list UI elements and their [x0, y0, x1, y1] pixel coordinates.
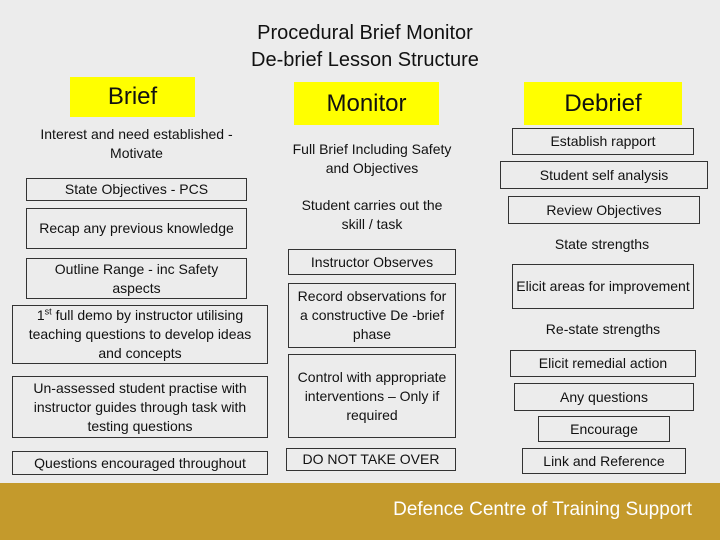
page-title: Procedural Brief Monitor De-brief Lesson…	[200, 20, 530, 74]
footer-bar: Defence Centre of Training Support	[0, 483, 720, 540]
brief-item-practise-text: Un-assessed student practise with instru…	[33, 379, 247, 434]
brief-heading: Brief	[70, 77, 195, 117]
debrief-item-self-analysis-text: Student self analysis	[539, 166, 669, 183]
monitor-item-full-brief-text: Full Brief Including Safety and Objectiv…	[292, 141, 452, 176]
debrief-item-restate: Re-state strengths	[512, 316, 694, 343]
debrief-item-strengths: State strengths	[512, 231, 692, 257]
debrief-item-review: Review Objectives	[508, 196, 700, 224]
monitor-item-record: Record observations for a constructive D…	[288, 283, 456, 348]
debrief-item-remedial: Elicit remedial action	[510, 350, 696, 377]
monitor-item-do-not-take-over-text: DO NOT TAKE OVER	[302, 451, 440, 467]
monitor-item-carries-out: Student carries out the skill / task	[288, 190, 456, 240]
debrief-item-rapport: Establish rapport	[512, 128, 694, 155]
brief-item-demo-text: 1st full demo by instructor utilising te…	[16, 306, 264, 363]
monitor-item-observes: Instructor Observes	[288, 249, 456, 275]
debrief-item-encourage: Encourage	[538, 416, 670, 442]
brief-item-practise: Un-assessed student practise with instru…	[12, 376, 268, 438]
monitor-heading: Monitor	[294, 82, 439, 125]
monitor-item-control: Control with appropriate interventions –…	[288, 354, 456, 438]
monitor-item-record-text: Record observations for a constructive D…	[297, 288, 447, 342]
monitor-item-observes-text: Instructor Observes	[310, 253, 434, 270]
brief-item-range: Outline Range - inc Safety aspects	[26, 258, 247, 299]
debrief-item-self-analysis: Student self analysis	[500, 161, 708, 189]
debrief-item-link: Link and Reference	[522, 448, 686, 474]
brief-item-objectives-text: State Objectives - PCS	[64, 181, 209, 197]
demo-ordinal-suffix: st	[44, 306, 52, 317]
brief-item-questions: Questions encouraged throughout	[12, 451, 268, 475]
debrief-item-link-text: Link and Reference	[543, 452, 665, 469]
brief-item-recap-text: Recap any previous knowledge	[39, 220, 234, 236]
debrief-item-rapport-text: Establish rapport	[550, 133, 656, 149]
monitor-item-do-not-take-over: DO NOT TAKE OVER	[286, 448, 456, 471]
title-line-2: De-brief Lesson Structure	[251, 49, 479, 71]
debrief-item-improvement: Elicit areas for improvement	[512, 264, 694, 309]
monitor-item-carries-out-text: Student carries out the skill / task	[301, 197, 443, 232]
brief-item-objectives: State Objectives - PCS	[26, 178, 247, 201]
brief-item-questions-text: Questions encouraged throughout	[34, 454, 246, 471]
title-line-1: Procedural Brief Monitor	[257, 22, 473, 44]
debrief-item-strengths-text: State strengths	[554, 235, 650, 252]
demo-text: full demo by instructor utilising teachi…	[28, 307, 252, 361]
debrief-item-any-questions-text: Any questions	[560, 388, 648, 405]
debrief-item-improvement-text: Elicit areas for improvement	[516, 278, 690, 294]
debrief-item-any-questions: Any questions	[514, 383, 694, 411]
brief-item-range-text: Outline Range - inc Safety aspects	[54, 260, 219, 296]
monitor-item-control-text: Control with appropriate interventions –…	[297, 368, 447, 423]
brief-item-demo: 1st full demo by instructor utilising te…	[12, 305, 268, 364]
debrief-item-remedial-text: Elicit remedial action	[538, 355, 668, 371]
debrief-item-review-text: Review Objectives	[546, 201, 662, 218]
brief-item-interest-text: Interest and need established -Motivate	[40, 126, 233, 161]
brief-item-recap: Recap any previous knowledge	[26, 208, 247, 249]
debrief-heading: Debrief	[524, 82, 682, 125]
monitor-item-full-brief: Full Brief Including Safety and Objectiv…	[288, 134, 456, 184]
footer-text: Defence Centre of Training Support	[393, 499, 692, 520]
demo-ordinal: 1	[36, 307, 45, 323]
debrief-item-restate-text: Re-state strengths	[545, 321, 661, 337]
debrief-item-encourage-text: Encourage	[570, 420, 638, 437]
brief-item-interest: Interest and need established -Motivate	[26, 125, 247, 169]
